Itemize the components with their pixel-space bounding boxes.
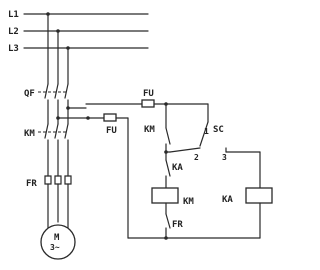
label-sc-3: 3: [222, 153, 227, 162]
label-fr-contact: FR: [172, 220, 183, 230]
label-km-main: KM: [24, 129, 35, 139]
ka-contact: [165, 159, 171, 177]
label-sc: SC: [213, 125, 224, 135]
label-motor-phase: 3~: [50, 243, 60, 252]
km-coil: [151, 187, 179, 204]
fuse-left: [103, 113, 117, 122]
label-km-coil: KM: [183, 197, 194, 207]
label-ka-coil: KA: [222, 195, 233, 205]
km-contact: [64, 123, 69, 139]
fr-element: [64, 175, 72, 185]
control-circuit: FU KM SC 1 2 3 KA KM FR: [56, 89, 273, 240]
main-circuit: QF KM FR M 3~: [24, 12, 87, 260]
control-wire: [169, 147, 201, 153]
ka-coil: [245, 187, 273, 204]
km-aux-contact: [165, 127, 171, 145]
label-sc-1: 1: [204, 127, 209, 136]
km-contact: [54, 123, 59, 139]
label-fr-main: FR: [26, 179, 37, 189]
fuse-top: [141, 99, 155, 108]
label-qf: QF: [24, 89, 35, 99]
qf-contact: [44, 83, 49, 99]
label-fu-left: FU: [106, 126, 117, 136]
label-l1: L1: [8, 10, 19, 20]
motor-symbol: [40, 224, 76, 260]
fr-contact: [165, 213, 171, 229]
circuit-diagram: L1 L2 L3 QF KM: [8, 10, 273, 260]
label-km-aux: KM: [144, 125, 155, 135]
label-fu-top: FU: [143, 89, 154, 99]
label-sc-2: 2: [194, 153, 199, 162]
supply-lines: L1 L2 L3: [8, 10, 149, 54]
junction-dot: [164, 236, 168, 240]
fr-element: [54, 175, 62, 185]
junction-dot: [56, 116, 60, 120]
label-l2: L2: [8, 27, 19, 37]
qf-contact: [64, 83, 69, 99]
label-l3: L3: [8, 44, 19, 54]
label-motor-m: M: [54, 233, 60, 243]
circuit-svg: L1 L2 L3 QF KM: [8, 10, 273, 260]
label-ka-contact: KA: [172, 163, 183, 173]
fr-element: [44, 175, 52, 185]
sc-switch-arm: [199, 121, 209, 147]
qf-contact: [54, 83, 59, 99]
km-contact: [44, 123, 49, 139]
